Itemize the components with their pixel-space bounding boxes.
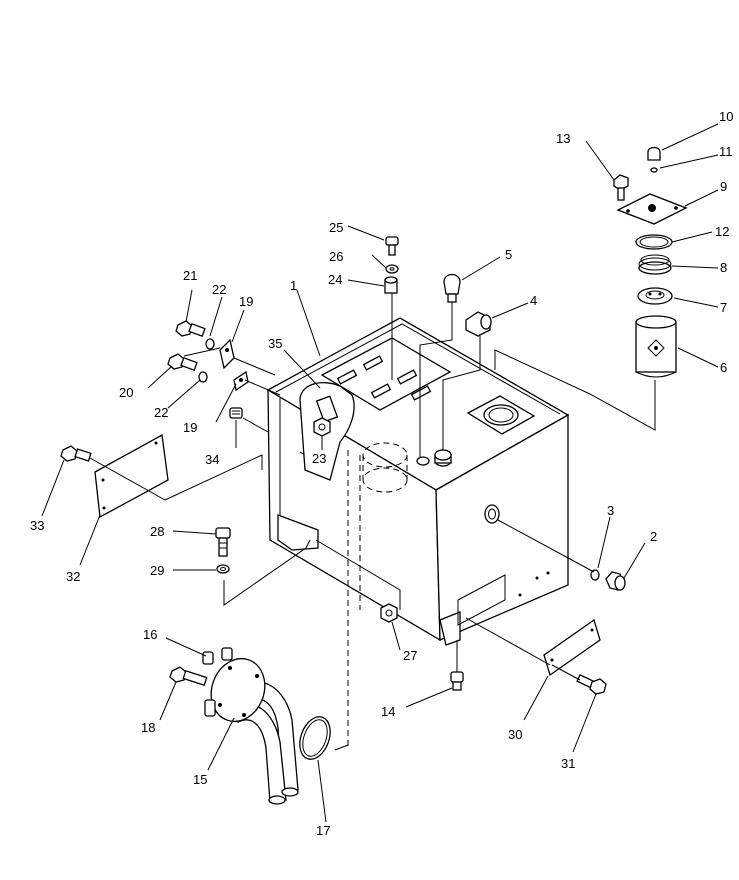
label-18: 18 xyxy=(141,720,155,735)
label-35: 35 xyxy=(268,336,282,351)
label-4: 4 xyxy=(530,293,537,308)
bolt-flange xyxy=(169,666,208,687)
label-1: 1 xyxy=(290,278,297,293)
label-30: 30 xyxy=(508,727,522,742)
plug xyxy=(229,407,243,419)
label-6: 6 xyxy=(720,360,727,375)
bolt-upper xyxy=(175,320,206,337)
label-9: 9 xyxy=(720,179,727,194)
drain-plug-bottom xyxy=(450,671,464,691)
leader-lines xyxy=(41,123,719,823)
label-5: 5 xyxy=(505,247,512,262)
o-ring-flange xyxy=(299,716,331,760)
label-7: 7 xyxy=(720,300,727,315)
label-33: 33 xyxy=(30,518,44,533)
air-bleed-plug xyxy=(647,146,661,161)
label-13: 13 xyxy=(556,131,570,146)
bolt-bracket xyxy=(215,527,231,557)
label-16: 16 xyxy=(143,627,157,642)
washer-lower xyxy=(198,371,208,383)
label-26: 26 xyxy=(329,249,343,264)
label-19-upper: 19 xyxy=(239,294,253,309)
label-32: 32 xyxy=(66,569,80,584)
washer-bracket xyxy=(216,564,230,574)
cover-plate-right xyxy=(543,618,601,677)
suction-flange xyxy=(210,657,266,723)
flange-fittings xyxy=(202,647,233,717)
bolt-cover-right xyxy=(576,674,607,695)
label-25: 25 xyxy=(329,220,343,235)
label-27: 27 xyxy=(403,648,417,663)
label-23: 23 xyxy=(312,451,326,466)
bolt-top xyxy=(385,236,399,256)
o-ring-side xyxy=(590,569,600,581)
label-28: 28 xyxy=(150,524,164,539)
label-2: 2 xyxy=(650,529,657,544)
label-31: 31 xyxy=(561,756,575,771)
label-22-upper: 22 xyxy=(212,282,226,297)
label-15: 15 xyxy=(193,772,207,787)
clip-lower xyxy=(233,370,249,392)
top-plug xyxy=(416,456,430,466)
return-port xyxy=(434,449,452,467)
nut xyxy=(313,417,331,437)
o-ring-cover xyxy=(635,234,673,250)
label-29: 29 xyxy=(150,563,164,578)
part-callouts: 1 2 3 4 5 6 7 8 9 10 11 12 13 14 15 16 1… xyxy=(30,109,733,838)
filter-cover xyxy=(616,193,688,225)
assembly-lines xyxy=(89,293,656,751)
nut-bottom xyxy=(380,603,398,623)
label-20: 20 xyxy=(119,385,133,400)
washer-upper xyxy=(205,338,215,350)
bolt-lower xyxy=(167,353,198,371)
cover-bolt xyxy=(613,174,629,201)
bolt-cover-left xyxy=(60,445,92,462)
elbow-fitting xyxy=(465,311,492,337)
label-3: 3 xyxy=(607,503,614,518)
cover-plate-left xyxy=(94,433,169,519)
filter-spring xyxy=(638,254,672,275)
label-22-lower: 22 xyxy=(154,405,168,420)
label-19-lower: 19 xyxy=(183,420,197,435)
label-11: 11 xyxy=(719,144,733,159)
label-24: 24 xyxy=(328,272,342,287)
label-8: 8 xyxy=(720,260,727,275)
o-ring-plug xyxy=(650,167,658,173)
label-21: 21 xyxy=(183,268,197,283)
filter-element xyxy=(635,315,677,378)
top-mounting-plate xyxy=(320,337,452,411)
clip-upper xyxy=(219,338,235,370)
filter-flange xyxy=(466,395,536,435)
filter-spring-seat xyxy=(637,287,673,305)
label-34: 34 xyxy=(205,452,219,467)
spacer-top xyxy=(384,276,398,294)
label-10: 10 xyxy=(719,109,733,124)
label-14: 14 xyxy=(381,704,395,719)
washer-top xyxy=(385,264,399,274)
label-17: 17 xyxy=(316,823,330,838)
label-12: 12 xyxy=(715,224,729,239)
drain-plug-side xyxy=(605,571,626,591)
breather xyxy=(443,273,461,303)
